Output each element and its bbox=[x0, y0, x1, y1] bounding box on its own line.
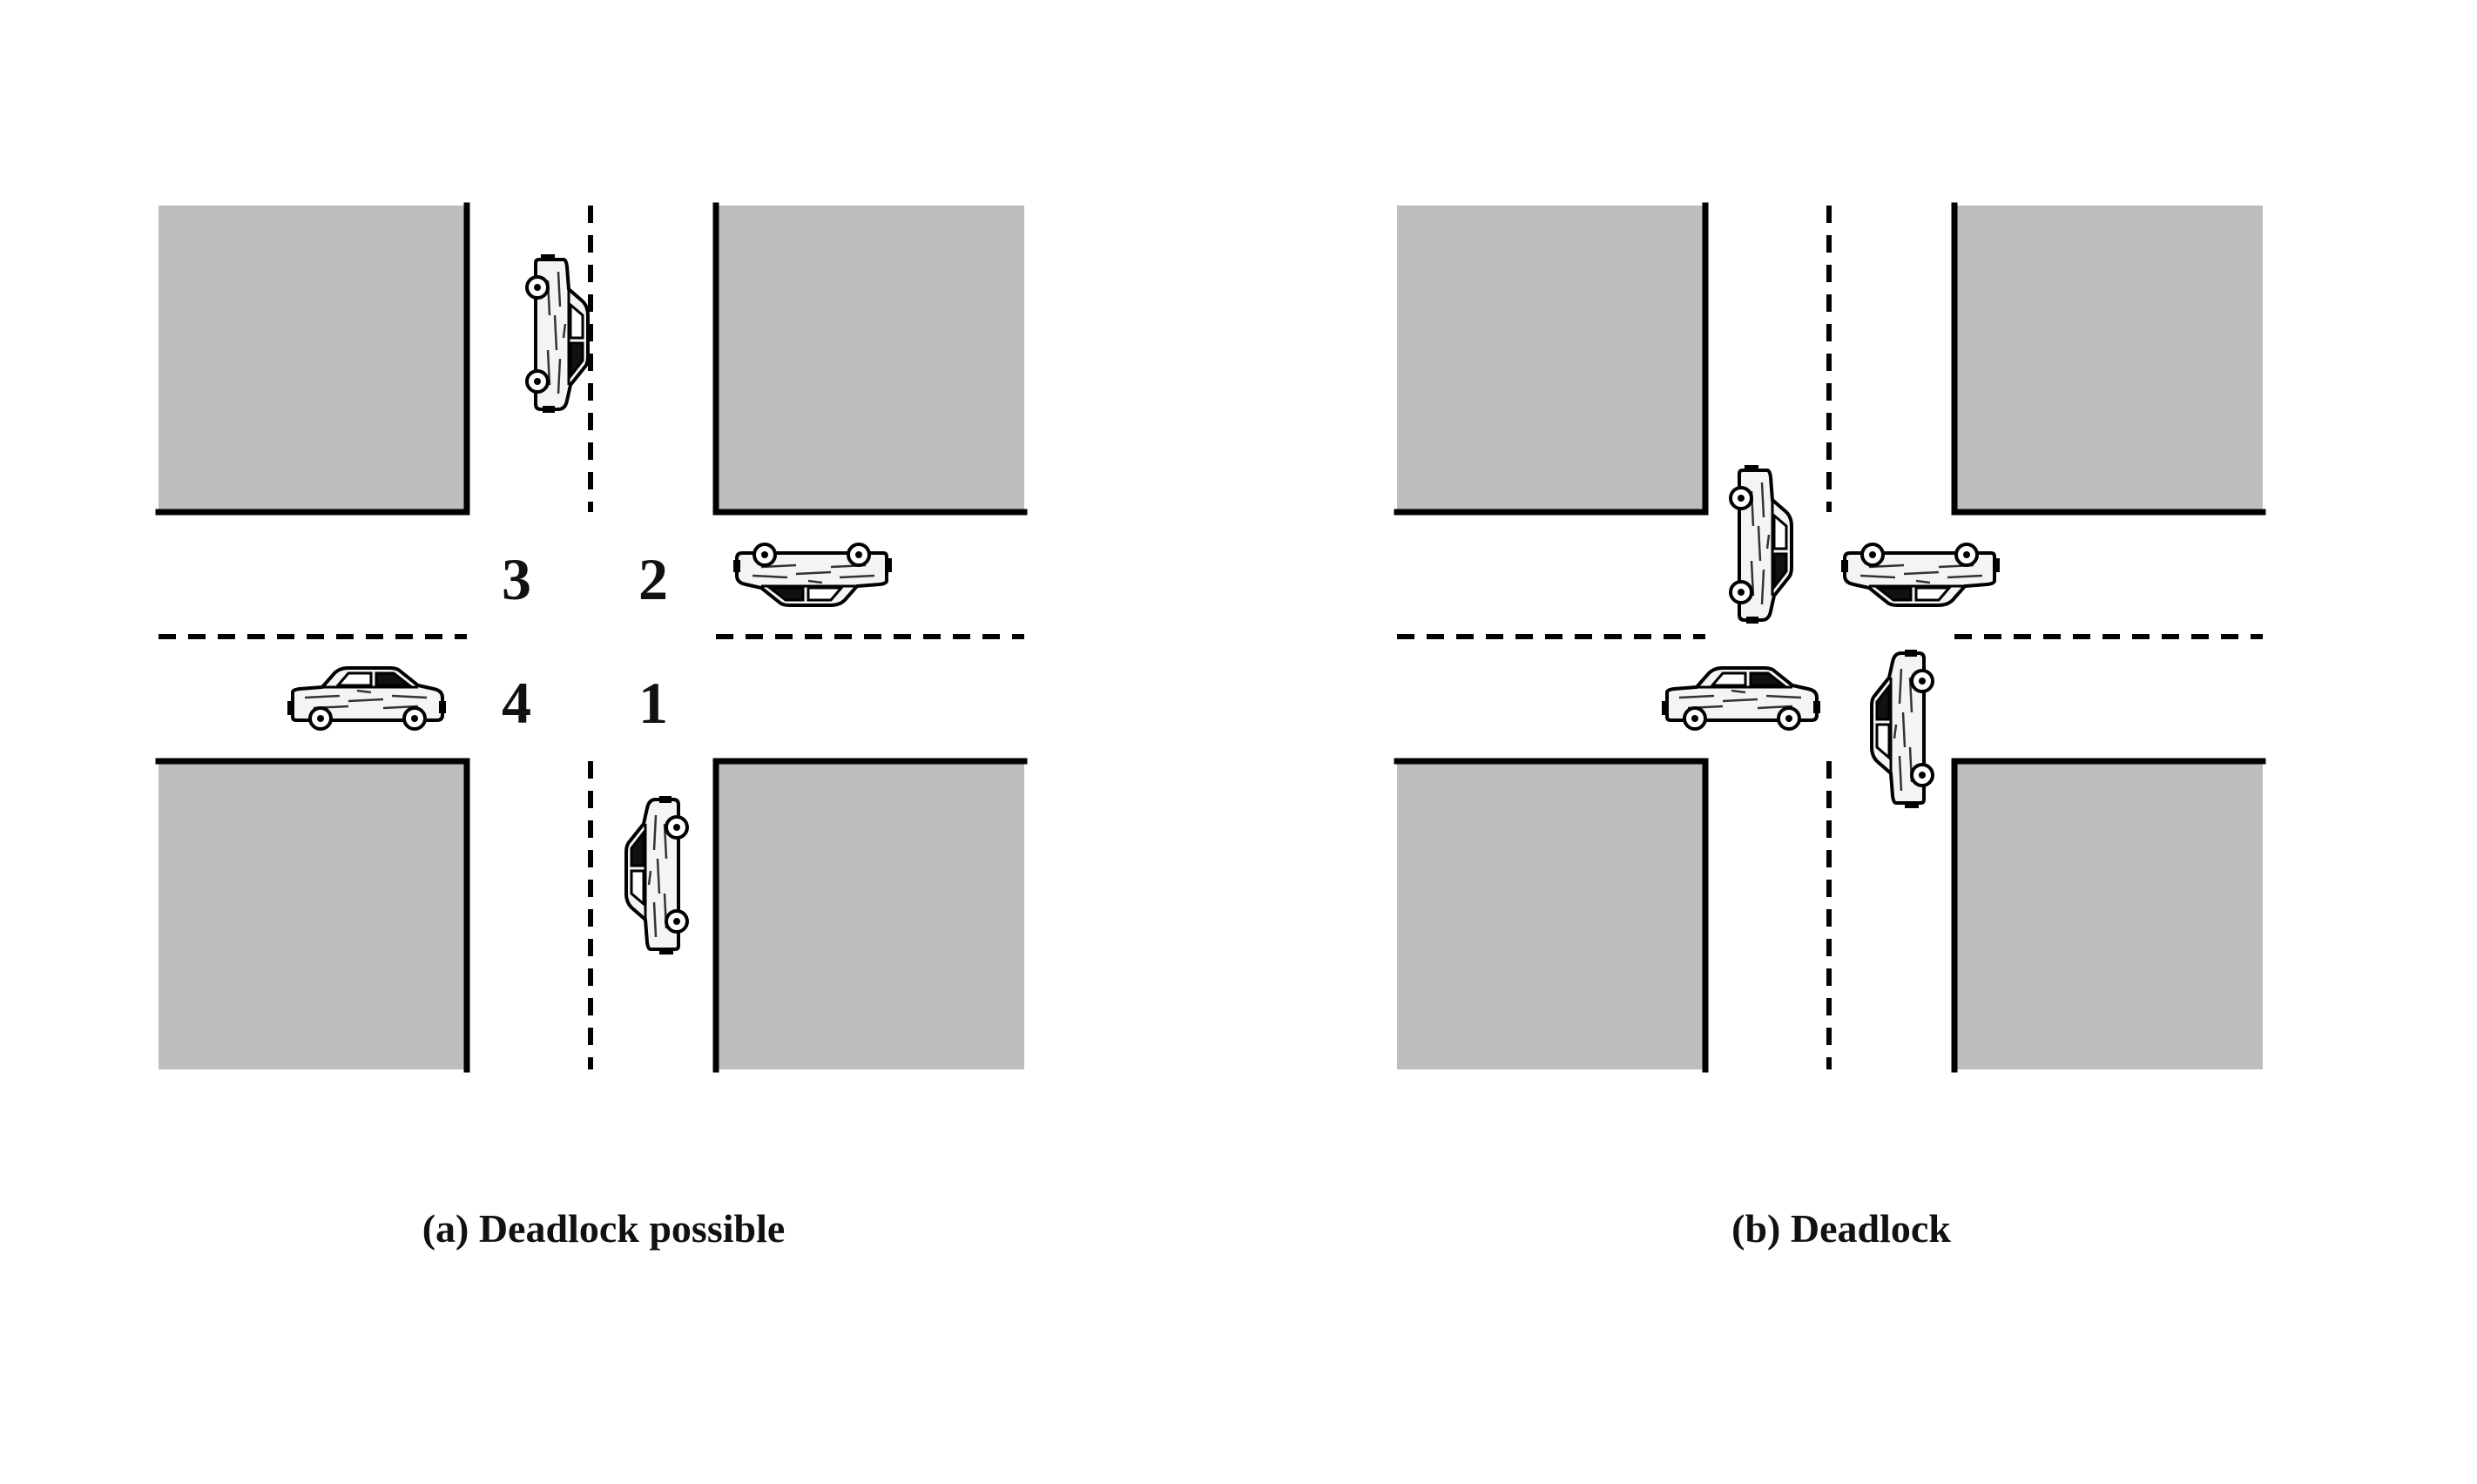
car-2-westbound-icon bbox=[1839, 543, 2001, 607]
car-1-northbound-icon bbox=[1870, 648, 1934, 810]
curb-top-left bbox=[1394, 202, 1709, 516]
panel-b-caption: (b) Deadlock bbox=[1731, 1206, 1951, 1251]
curb-top-right bbox=[1951, 202, 2266, 516]
quadrant-label-4: 4 bbox=[502, 670, 531, 736]
curb-bottom-right bbox=[1951, 758, 2266, 1073]
city-block-bottom-right bbox=[716, 761, 1024, 1069]
panel-a-deadlock-possible: 3 2 4 1 (a) Deadlock possible bbox=[155, 202, 1028, 1251]
curb-bottom-left bbox=[1394, 758, 1709, 1073]
quadrant-label-3: 3 bbox=[502, 546, 531, 612]
car-3-southbound-icon bbox=[1729, 463, 1793, 625]
quadrant-label-2: 2 bbox=[638, 546, 668, 612]
curb-top-right bbox=[712, 202, 1028, 516]
city-block-bottom-left bbox=[159, 761, 467, 1069]
quadrant-label-1: 1 bbox=[638, 670, 668, 736]
city-block-top-right bbox=[716, 206, 1024, 512]
city-block-bottom-left bbox=[1397, 761, 1705, 1069]
city-block-top-right bbox=[1954, 206, 2263, 512]
car-3-southbound-icon bbox=[525, 253, 590, 415]
panel-b-deadlock: (b) Deadlock bbox=[1394, 202, 2266, 1251]
car-1-northbound-icon bbox=[624, 794, 689, 956]
car-4-eastbound-icon bbox=[286, 666, 448, 731]
car-4-eastbound-icon bbox=[1660, 666, 1822, 731]
car-2-westbound-icon bbox=[732, 543, 894, 607]
curb-top-left bbox=[155, 202, 470, 516]
city-block-top-left bbox=[159, 206, 467, 512]
city-block-bottom-right bbox=[1954, 761, 2263, 1069]
city-block-top-left bbox=[1397, 206, 1705, 512]
curb-bottom-right bbox=[712, 758, 1028, 1073]
curb-bottom-left bbox=[155, 758, 470, 1073]
panel-a-caption: (a) Deadlock possible bbox=[422, 1206, 786, 1251]
